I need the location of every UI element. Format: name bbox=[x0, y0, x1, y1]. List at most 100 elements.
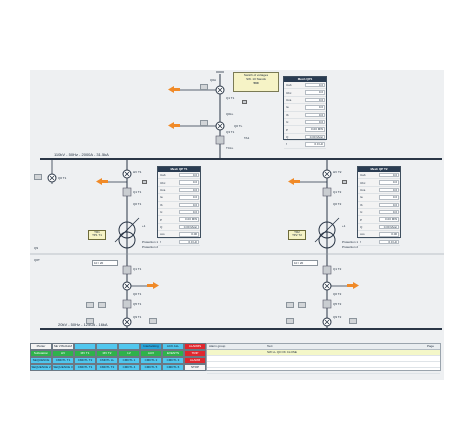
panel-row-label: cos bbox=[160, 232, 165, 237]
control-button[interactable] bbox=[86, 318, 94, 324]
control-button[interactable] bbox=[149, 318, 157, 324]
toolbar-button[interactable]: CMDTL LL bbox=[96, 357, 118, 364]
event-header-text: Text bbox=[267, 344, 273, 348]
breaker-bot-right[interactable] bbox=[322, 317, 332, 327]
disconnector-right-3 bbox=[322, 299, 332, 309]
toolbar-button[interactable]: CMDTL 4 bbox=[118, 364, 140, 371]
toolbar-button[interactable]: CMDTL 3 bbox=[162, 357, 184, 364]
panel-row-label: P bbox=[160, 217, 163, 222]
breaker-bot-left[interactable] bbox=[122, 317, 132, 327]
toolbar-button[interactable] bbox=[118, 343, 140, 350]
control-button[interactable] bbox=[86, 302, 94, 308]
panel-row-label: Ib bbox=[160, 202, 163, 207]
control-button[interactable] bbox=[200, 84, 208, 90]
voltage-switch-info[interactable]: Switch of voltages SW. 10 Stands 500 bbox=[233, 72, 279, 92]
event-row[interactable] bbox=[207, 368, 440, 374]
toolbar-button[interactable]: MV T1 bbox=[74, 350, 96, 357]
disconnector-left-2 bbox=[122, 265, 132, 275]
panel-row-label: Ic bbox=[360, 210, 363, 215]
toolbar-button[interactable]: CMDTL T1 bbox=[52, 357, 74, 364]
breaker-lv-left[interactable] bbox=[122, 281, 132, 291]
toolbar-button[interactable]: STOP bbox=[184, 364, 206, 371]
toolbar-button[interactable]: Plotter bbox=[30, 343, 52, 350]
label-lv-right-a: Q1 T2 bbox=[333, 267, 342, 271]
panel-row-value: 0.0 bbox=[378, 202, 400, 207]
tap-position-right[interactable]: 10 / 20 bbox=[292, 260, 318, 266]
toolbar-button[interactable]: SEQUENCE bbox=[30, 357, 52, 364]
lock-icon[interactable] bbox=[142, 180, 147, 184]
event-header-time: Alarm group bbox=[209, 344, 226, 348]
breaker-hv-right[interactable] bbox=[322, 169, 332, 179]
control-button[interactable] bbox=[286, 318, 294, 324]
control-button[interactable] bbox=[349, 318, 357, 324]
toolbar-button[interactable]: SEQUENCE 2 bbox=[30, 364, 52, 371]
control-button[interactable] bbox=[298, 302, 306, 308]
control-button[interactable] bbox=[200, 120, 208, 126]
transformer-tag-right[interactable]: TR2 TP2 T2 bbox=[288, 230, 306, 240]
toolbar-button[interactable]: CMDTL 6 bbox=[162, 364, 184, 371]
panel-row-value: 0.0 bbox=[304, 112, 326, 117]
event-row[interactable]: SW LL Q0 OK CLOSE bbox=[207, 350, 440, 356]
panel-row-label: Ib bbox=[360, 202, 363, 207]
toolbar-button[interactable]: SEQUENCE 3 bbox=[52, 364, 74, 371]
transformer-tag-left[interactable]: TR1 TP1 T1 bbox=[88, 230, 106, 240]
label-lv-left-c: Q5 T1 bbox=[133, 302, 142, 306]
lv-busbar-label: 20kV - 50Hz - 1250A - 16kA bbox=[58, 322, 108, 327]
panel-title: Mesh QP T1 bbox=[158, 167, 200, 172]
toolbar-button[interactable]: TRIP bbox=[184, 350, 206, 357]
feed-arrow-icon bbox=[288, 178, 300, 185]
lock-icon[interactable] bbox=[342, 180, 347, 184]
control-button[interactable] bbox=[286, 302, 294, 308]
toolbar-button[interactable]: ACK ALL bbox=[162, 343, 184, 350]
event-row[interactable] bbox=[207, 362, 440, 368]
toolbar-button[interactable]: CMDTL 1 bbox=[118, 357, 140, 364]
breaker-top-2[interactable] bbox=[215, 121, 225, 131]
breaker-top-1[interactable] bbox=[215, 85, 225, 95]
breaker-lv-right[interactable] bbox=[322, 281, 332, 291]
panel-row-value: 0.00 MW bbox=[304, 127, 326, 132]
toolbar-button[interactable]: CMDTL T2 bbox=[96, 364, 118, 371]
toolbar-button[interactable]: EVENTS bbox=[162, 350, 184, 357]
tap-position-left[interactable]: 10 / 20 bbox=[92, 260, 118, 266]
toolbar-button[interactable]: Substation bbox=[30, 350, 52, 357]
toolbar-button[interactable] bbox=[96, 343, 118, 350]
feed-arrow-icon bbox=[347, 282, 359, 289]
toolbar-button[interactable]: CMDTL 5 bbox=[140, 364, 162, 371]
toolbar-button[interactable]: MV T2 bbox=[96, 350, 118, 357]
panel-row-label: Ubc bbox=[360, 180, 366, 185]
event-list-header: Alarm group Text Page bbox=[207, 344, 440, 350]
toolbar-button[interactable]: LV bbox=[118, 350, 140, 357]
toolbar-button[interactable]: CMDTL T1 bbox=[74, 364, 96, 371]
toolbar-button[interactable]: ALARM bbox=[184, 357, 206, 364]
feed-arrow-icon bbox=[168, 122, 180, 129]
lock-icon[interactable] bbox=[242, 100, 247, 104]
control-button[interactable] bbox=[34, 174, 42, 180]
event-list[interactable]: Alarm group Text Page SW LL Q0 OK CLOSE bbox=[206, 343, 441, 374]
toolbar-button[interactable]: HV bbox=[52, 350, 74, 357]
breaker-hv-left[interactable] bbox=[122, 169, 132, 179]
toolbar-button[interactable]: CMDTL T2 bbox=[74, 357, 96, 364]
panel-row-value: 0.0 bbox=[304, 90, 326, 95]
panel-row-value: 0.0 bbox=[178, 209, 200, 215]
toolbar-button[interactable]: SE VISUALIZ bbox=[52, 343, 74, 350]
toolbar-button[interactable]: CMDTL 2 bbox=[140, 357, 162, 364]
toolbar-button[interactable] bbox=[74, 343, 96, 350]
panel-row-label: P bbox=[286, 127, 289, 132]
panel-row-label: Ia bbox=[286, 105, 289, 110]
toolbar-button[interactable]: Interlocking bbox=[140, 343, 162, 350]
control-button[interactable] bbox=[98, 302, 106, 308]
event-row[interactable] bbox=[207, 356, 440, 362]
toolbar-button[interactable]: ALARMS bbox=[184, 343, 206, 350]
label-lv-right-bot: Q9 T2 bbox=[333, 315, 342, 319]
breaker-side-left[interactable] bbox=[47, 173, 57, 183]
toolbar-button[interactable]: AUX bbox=[140, 350, 162, 357]
